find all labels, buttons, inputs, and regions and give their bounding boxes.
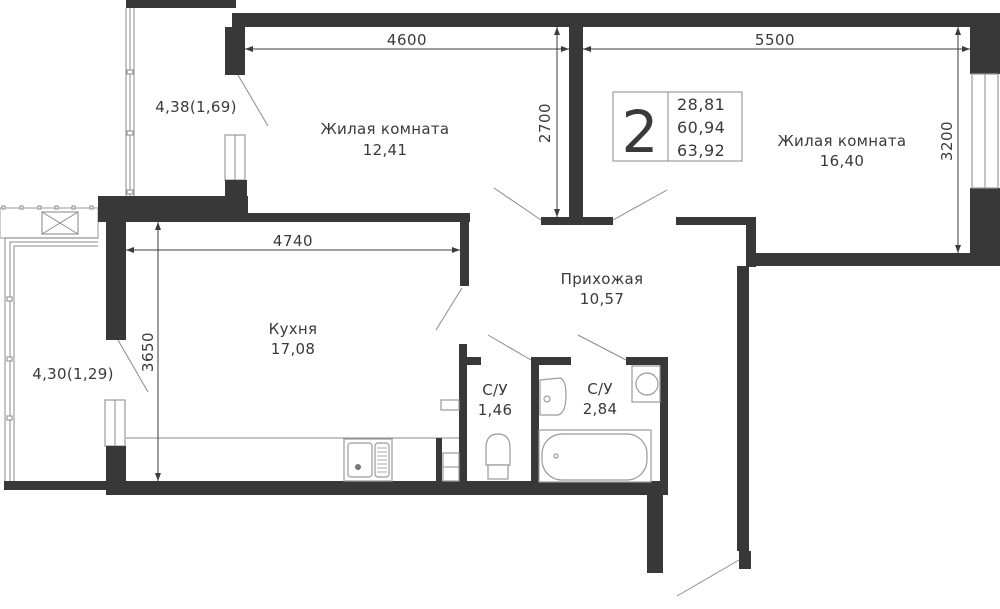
room-name-living-2: Жилая комната: [778, 132, 907, 150]
room-name-wc-1: С/У: [482, 381, 508, 399]
room-name-hall: Прихожая: [561, 270, 644, 288]
dim-kitchen-width: 4740: [273, 232, 313, 250]
dim-living1-depth: 2700: [536, 103, 554, 143]
bathroom-fixtures: [485, 365, 661, 483]
room-area-hall: 10,57: [580, 290, 624, 308]
apartment-badge: 2 28,81 60,94 63,92: [612, 91, 743, 166]
room-name-kitchen: Кухня: [269, 320, 318, 338]
room-area-living-1: 12,41: [363, 141, 407, 159]
room-area-wc-2: 2,84: [583, 400, 618, 418]
total-area: 60,94: [677, 118, 725, 137]
room-area-living-2: 16,40: [820, 152, 864, 170]
dim-living2-depth: 3200: [938, 121, 956, 161]
balcony-top-label: 4,38(1,69): [155, 98, 237, 116]
room-count: 2: [622, 98, 659, 166]
balcony-left-label: 4,30(1,29): [32, 365, 114, 383]
room-name-living-1: Жилая комната: [321, 120, 450, 138]
dimension-lines: [126, 27, 970, 481]
room-area-wc-1: 1,46: [478, 401, 513, 419]
room-name-wc-2: С/У: [587, 380, 613, 398]
total-area-with-balcony: 63,92: [677, 141, 725, 160]
living-area: 28,81: [677, 95, 725, 114]
dim-kitchen-depth: 3650: [139, 332, 157, 372]
door-swings: [435, 187, 740, 597]
balcony-left: [0, 205, 149, 490]
dim-living2-width: 5500: [755, 31, 795, 49]
dim-living1-width: 4600: [387, 31, 427, 49]
kitchen-fixtures: [126, 399, 460, 483]
room-area-kitchen: 17,08: [271, 340, 315, 358]
walls: [98, 13, 1000, 573]
